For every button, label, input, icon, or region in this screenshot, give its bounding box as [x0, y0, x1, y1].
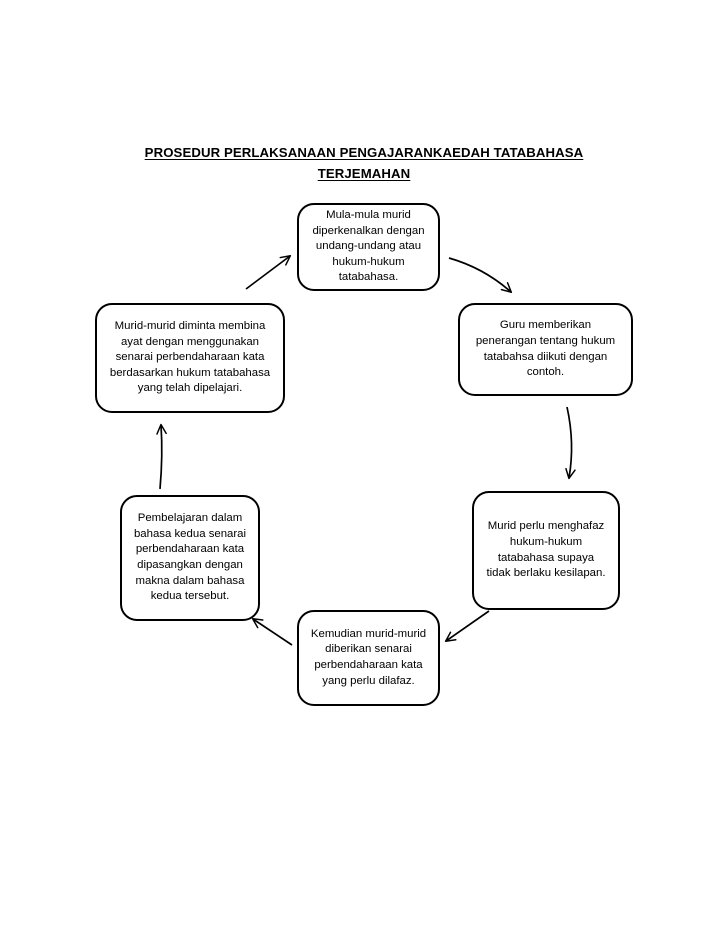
process-node-4-text: Kemudian murid-murid diberikan senarai p… [310, 627, 427, 687]
arrow-3-4 [444, 610, 490, 642]
process-node-2-text: Guru memberikan penerangan tentang hukum… [475, 319, 616, 379]
process-node-3[interactable]: Murid perlu menghafaz hukum-hukum tataba… [472, 491, 620, 610]
process-node-3-text: Murid perlu menghafaz hukum-hukum tataba… [486, 520, 606, 580]
arrow-6-1 [245, 254, 292, 290]
process-node-6[interactable]: Murid-murid diminta membina ayat dengan … [95, 303, 285, 413]
arrow-1-2 [448, 257, 513, 294]
process-node-1[interactable]: Mula-mula murid diperkenalkan dengan und… [297, 203, 440, 291]
arrow-4-5 [251, 618, 293, 646]
process-node-2[interactable]: Guru memberikan penerangan tentang hukum… [458, 303, 633, 396]
process-node-1-text: Mula-mula murid diperkenalkan dengan und… [312, 209, 425, 284]
process-node-5[interactable]: Pembelajaran dalam bahasa kedua senarai … [120, 495, 260, 621]
page-title-line-2: TERJEMAHAN [317, 166, 411, 181]
page-title-line-1: PROSEDUR PERLAKSANAAN PENGAJARANKAEDAH T… [144, 145, 584, 160]
process-node-4[interactable]: Kemudian murid-murid diberikan senarai p… [297, 610, 440, 706]
arrow-5-6 [156, 423, 167, 490]
page-title: PROSEDUR PERLAKSANAAN PENGAJARANKAEDAH T… [64, 142, 664, 184]
process-node-5-text: Pembelajaran dalam bahasa kedua senarai … [133, 512, 247, 603]
arrow-2-3 [565, 406, 576, 480]
process-node-6-text: Murid-murid diminta membina ayat dengan … [109, 320, 271, 395]
